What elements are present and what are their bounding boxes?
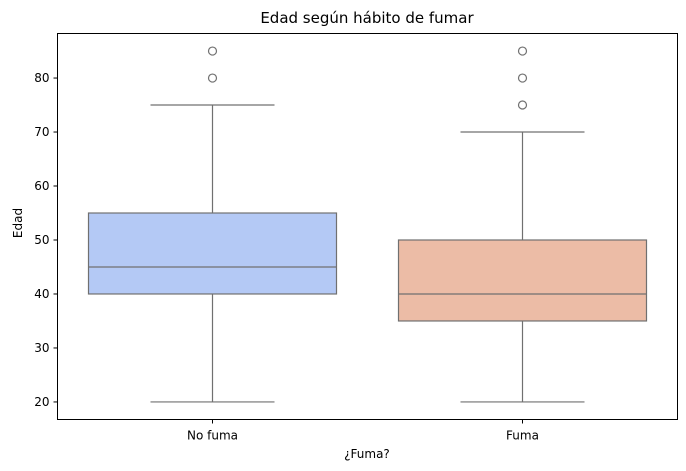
outlier-point: [517, 46, 528, 56]
x-tick-label: No fuma: [187, 429, 238, 443]
x-axis-label: ¿Fuma?: [344, 447, 390, 461]
chart-title: Edad según hábito de fumar: [260, 9, 474, 27]
y-axis-label: Edad: [11, 208, 25, 238]
x-tick-label: Fuma: [506, 429, 539, 443]
y-tick-label: 50: [34, 233, 49, 247]
y-tick-label: 70: [34, 125, 49, 139]
iqr-box: [87, 212, 338, 295]
outlier-point: [207, 73, 218, 83]
y-tick-label: 80: [34, 71, 49, 85]
outlier-point: [207, 46, 218, 56]
plot-frame: [57, 33, 678, 420]
box-group-2: [397, 46, 648, 403]
outlier-point: [517, 73, 528, 83]
y-tick-label: 60: [34, 179, 49, 193]
box-group-1: [87, 46, 338, 403]
iqr-box: [397, 239, 648, 322]
y-tick-label: 40: [34, 287, 49, 301]
outlier-point: [517, 100, 528, 110]
y-tick-label: 30: [34, 341, 49, 355]
y-tick-label: 20: [34, 395, 49, 409]
plot-area: 20 30 40 50 60 70 80 No fuma Fuma: [34, 46, 648, 443]
